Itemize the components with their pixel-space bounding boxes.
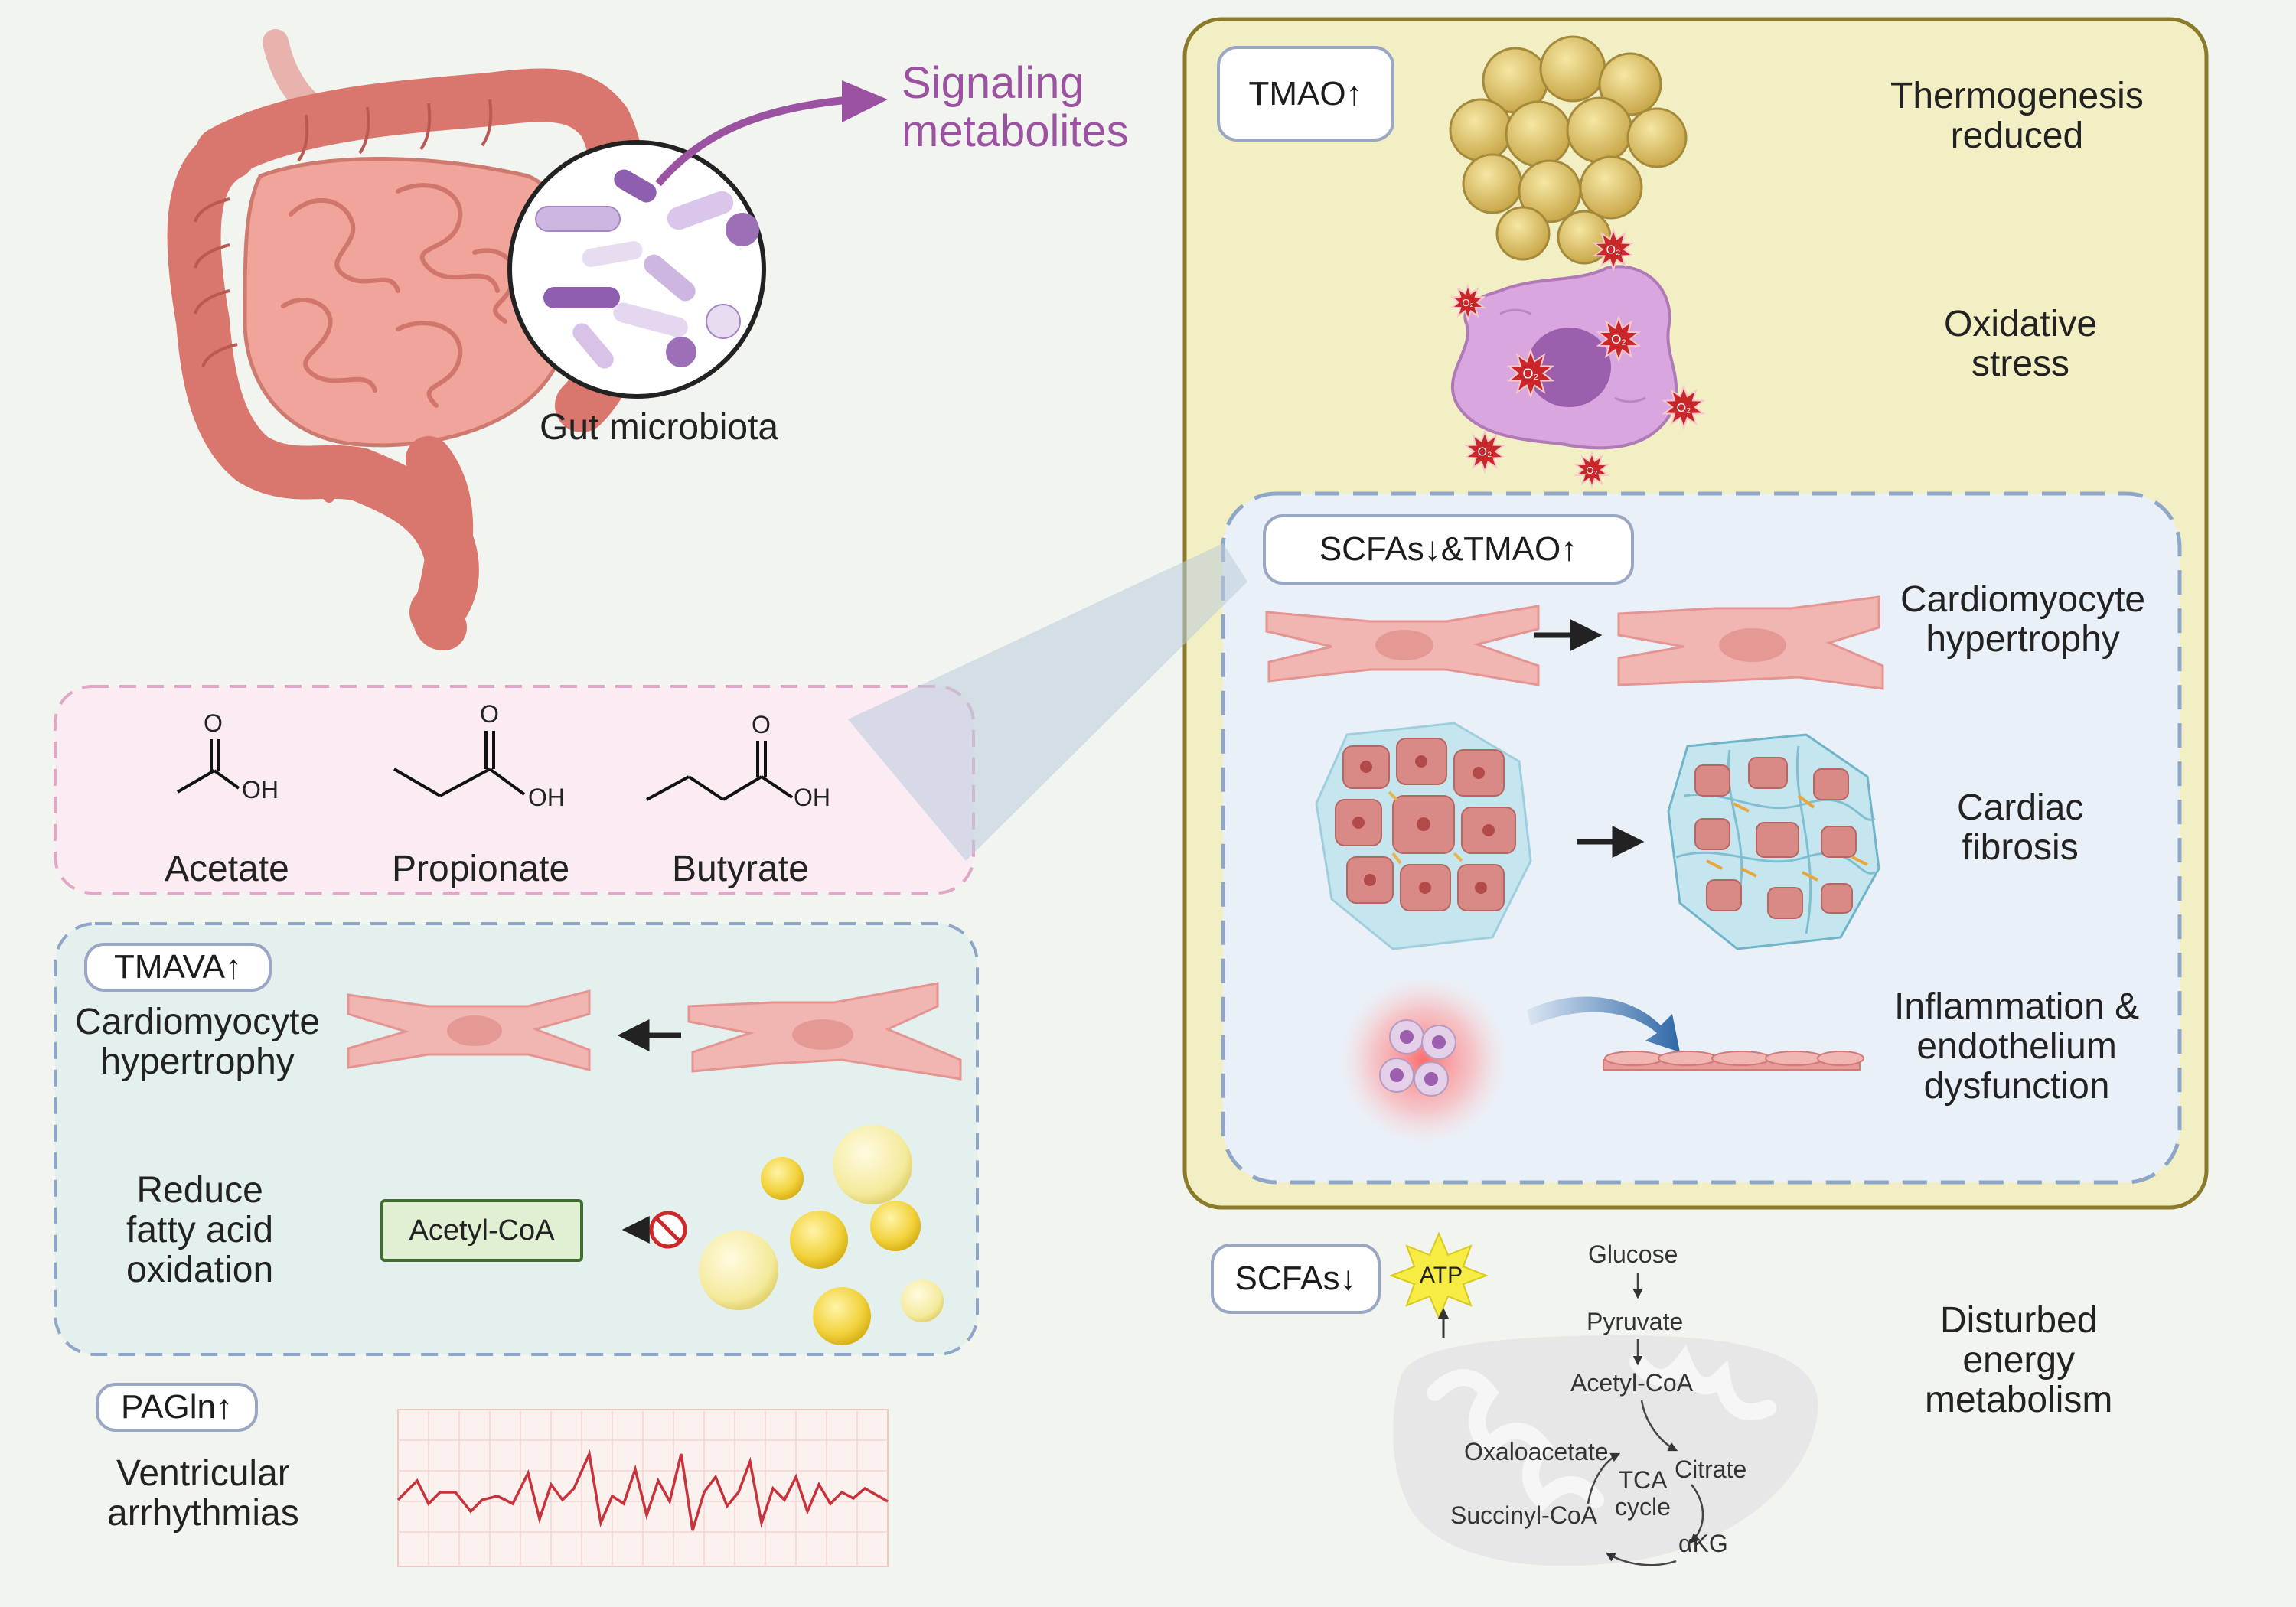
butyrate-oh: OH: [794, 784, 830, 811]
gut-microbiota-label: Gut microbiota: [540, 407, 779, 448]
glucose-label: Glucose: [1588, 1240, 1678, 1268]
scfa-energy-tag: SCFAs↓: [1211, 1244, 1381, 1314]
propionate-oh: OH: [528, 784, 565, 811]
propionate-o: O: [480, 700, 499, 728]
butyrate-label: Butyrate: [672, 849, 809, 889]
ros-o2-label: O₂: [1586, 464, 1597, 476]
tmao-tag: TMAO↑: [1217, 46, 1394, 142]
ros-star: [1662, 384, 1706, 430]
inflammation-cells: [1339, 976, 1508, 1144]
acetate-o: O: [204, 709, 223, 737]
ros-o2-label: O₂: [1478, 446, 1492, 459]
tmava-cardiomyocyte-right: [687, 982, 962, 1081]
inhibit-icon: [621, 1211, 687, 1249]
ros-star: [1450, 282, 1486, 322]
ros-o2-label: O₂: [1462, 297, 1473, 308]
succinyl-coa-label: Succinyl-CoA: [1450, 1501, 1598, 1529]
pagln-tag: PAGln↑: [96, 1383, 258, 1432]
ros-o2-label: O₂: [1606, 244, 1621, 257]
signaling-arrow-head: [842, 80, 888, 122]
zoom-beam: [848, 543, 1247, 861]
combined-tag: SCFAs↓&TMAO↑: [1263, 514, 1634, 585]
ecg-chart: [396, 1409, 889, 1567]
acetyl-coa-label: Acetyl-CoA: [1570, 1369, 1694, 1397]
ros-star: [1463, 429, 1506, 474]
butyrate-structure: [646, 741, 794, 801]
inflammation-arrow: [1527, 996, 1680, 1052]
propionate-label: Propionate: [392, 849, 570, 889]
ros-star: [1506, 348, 1555, 399]
acetate-structure: [176, 739, 240, 794]
mitochondrion: [1393, 1335, 1818, 1566]
fibrosis-fibrotic: [1667, 733, 1880, 950]
combined-cardiomyocyte-right: [1617, 595, 1884, 690]
atp-label: ATP: [1420, 1263, 1463, 1288]
oxidative-cell: [1450, 265, 1678, 450]
citrate-label: Citrate: [1675, 1455, 1747, 1483]
ros-star: [1574, 450, 1610, 490]
metabolic-arrows: [1587, 1273, 1704, 1566]
combined-cardiomyocyte-left: [1265, 605, 1540, 686]
acetate-label: Acetate: [165, 849, 289, 889]
lipid-droplets: [699, 1125, 944, 1345]
propionate-structure: [393, 731, 526, 797]
oxaloacetate-label: Oxaloacetate: [1464, 1438, 1609, 1465]
microbiota-circle: [507, 140, 766, 399]
endothelium: [1603, 1051, 1864, 1071]
ros-o2-label: O₂: [1523, 367, 1539, 382]
ros-star: [1592, 227, 1635, 272]
fibrosis-normal: [1315, 722, 1532, 950]
tmava-cardiomyocyte-left: [347, 989, 591, 1071]
ros-star: [1596, 315, 1642, 363]
ros-o2-label: O₂: [1677, 402, 1691, 415]
ros-stars: O₂ O₂ O₂ O₂ O₂ O₂ O₂: [1450, 227, 1706, 490]
akg-label: αKG: [1678, 1530, 1728, 1557]
ros-o2-label: O₂: [1611, 332, 1626, 347]
signaling-arrow: [655, 96, 854, 187]
tmava-tag: TMAVA↑: [84, 943, 272, 992]
butyrate-o: O: [752, 711, 771, 738]
acetate-oh: OH: [242, 776, 279, 804]
acetyl-coa-box: Acetyl-CoA: [380, 1199, 583, 1262]
pyruvate-label: Pyruvate: [1587, 1308, 1684, 1335]
adipose-cluster: [1449, 35, 1688, 265]
